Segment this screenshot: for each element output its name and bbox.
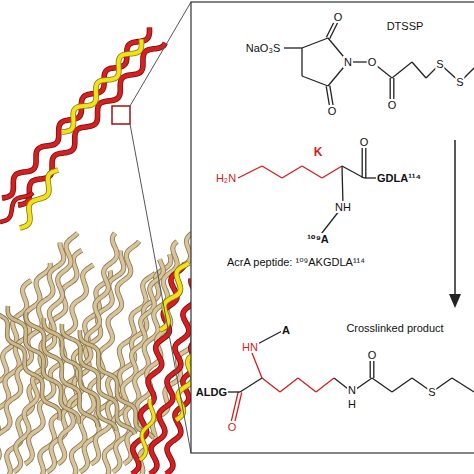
bond-line <box>316 378 334 392</box>
bond-line <box>301 48 302 76</box>
peptide-label: ALDG <box>195 386 228 398</box>
peptide-caption: AcrA peptide: ¹⁰⁹AKGDLA¹¹⁴ <box>226 256 366 268</box>
bond-line <box>322 166 342 178</box>
atom-label: S <box>427 386 436 398</box>
bond-line <box>342 166 364 178</box>
peptide-label: GDLA¹¹⁴ <box>376 172 422 184</box>
helix-ribbon <box>62 324 135 434</box>
helix-ribbon <box>166 331 191 474</box>
bond-line <box>365 144 366 178</box>
bond-line <box>240 378 262 392</box>
helix-ribbon <box>160 263 189 330</box>
bond-line <box>364 177 376 178</box>
atom-label: O <box>367 56 378 68</box>
bond-line <box>392 62 412 78</box>
atom-label: S <box>435 58 444 70</box>
atom-label: NaO₃S <box>245 42 281 54</box>
helix-ribbon <box>62 324 135 434</box>
atom-label: O <box>387 99 398 111</box>
atom-label: O <box>367 349 378 361</box>
atom-label: N <box>347 384 357 396</box>
peptide-label: ¹⁰⁹A <box>306 233 330 245</box>
helix-ribbon <box>20 170 58 228</box>
residue-label: K <box>313 146 324 159</box>
bond-line <box>226 391 240 392</box>
peptide-label: A <box>281 324 291 336</box>
bond-line <box>302 38 328 48</box>
atom-label: O <box>359 136 370 148</box>
atom-label: HN <box>241 341 259 353</box>
helix-ribbon <box>18 43 165 205</box>
atom-label: O <box>227 421 238 433</box>
zoom-panel <box>191 2 474 453</box>
bond-line <box>392 378 412 392</box>
atom-label: NH <box>334 201 352 213</box>
helix-ribbon <box>160 263 189 330</box>
helix-ribbon <box>2 28 150 198</box>
helix-ribbon <box>18 43 165 205</box>
atom-label: O <box>327 105 338 117</box>
helix-ribbon <box>140 399 154 460</box>
atom-label: O <box>333 11 344 23</box>
helix-ribbon <box>62 39 142 132</box>
product-caption: Crosslinked product <box>345 322 444 334</box>
zoom-line <box>130 2 191 106</box>
bond-line <box>298 378 316 392</box>
bond-line <box>262 378 280 392</box>
bond-line <box>412 62 426 78</box>
atom-label: N <box>343 56 353 68</box>
bond-line <box>284 47 302 48</box>
bond-line <box>452 378 474 392</box>
helix-ribbon <box>166 331 191 474</box>
helix-ribbon <box>62 39 142 132</box>
atom-label: S <box>455 76 464 88</box>
bond-line <box>238 166 262 178</box>
helix-ribbon <box>20 170 58 228</box>
bond-line <box>282 166 302 178</box>
bond-line <box>302 76 328 86</box>
reaction-arrow <box>449 140 461 308</box>
bond-line <box>372 378 392 392</box>
bond-line <box>280 378 298 392</box>
zoom-line <box>130 124 191 453</box>
bond-line <box>262 166 282 178</box>
zoom-square <box>112 106 130 124</box>
protein-ribbons <box>0 28 191 474</box>
chemical-bonds <box>226 17 474 426</box>
helix-ribbon <box>140 399 154 460</box>
bond-line <box>302 166 322 178</box>
bond-line <box>362 144 363 178</box>
helix-ribbon <box>0 193 33 222</box>
atom-label: H₂N <box>215 172 237 184</box>
helix-ribbon <box>0 193 33 222</box>
atom-label: H <box>347 398 357 410</box>
compound-name: DTSSP <box>386 20 425 32</box>
helix-ribbon <box>2 28 150 198</box>
